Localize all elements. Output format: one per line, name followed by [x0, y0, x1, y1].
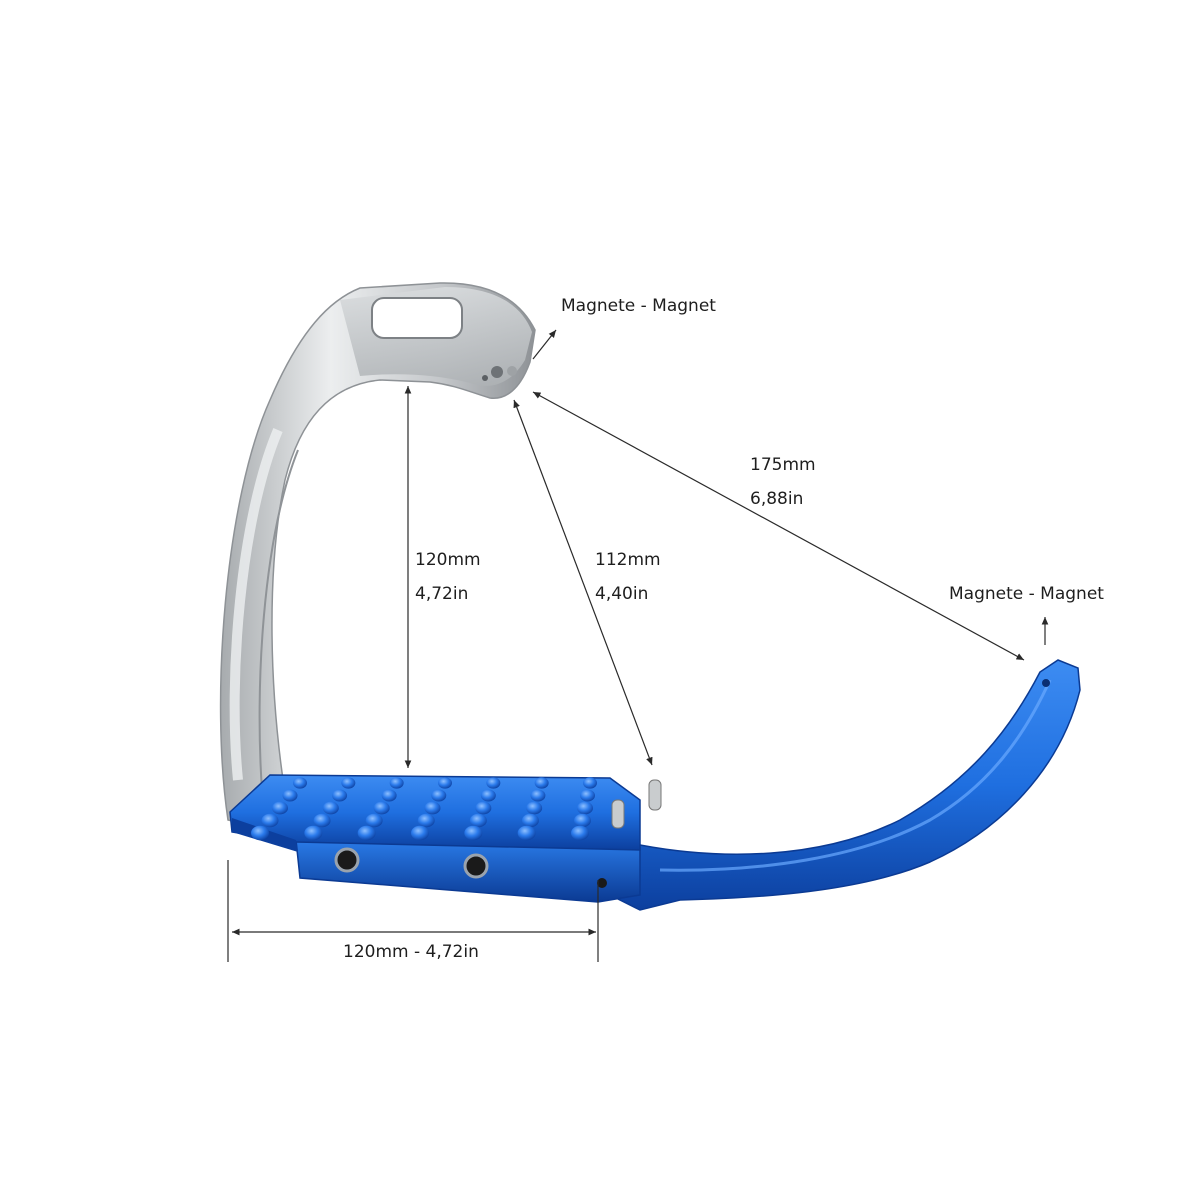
footbed-stud [251, 825, 269, 841]
pin-icon [648, 779, 662, 811]
footbed-stud [389, 777, 404, 789]
footbed-stud [381, 789, 397, 802]
footbed-stud [486, 777, 501, 789]
dimension-lines [227, 329, 1049, 962]
footbed-stud [373, 801, 390, 815]
footbed-stud [424, 801, 441, 815]
silver-stirrup-arm [219, 282, 536, 836]
footbed-stud [469, 813, 487, 828]
screw-icon [334, 847, 360, 873]
footbed-stud [577, 801, 593, 815]
magnet-branch-icon [1042, 679, 1050, 687]
footbed-stud [357, 825, 376, 841]
footbed-studs [251, 777, 597, 841]
footbed-stud [438, 777, 452, 789]
footbed-stud [517, 825, 536, 841]
stirrup-leather-slot [371, 297, 463, 339]
footbed-stud [261, 813, 279, 828]
magnet-top-label: Magnete - Magnet [561, 296, 716, 316]
footbed-stud [475, 801, 492, 815]
footbed-stud [521, 813, 539, 828]
magnet-top-icon [491, 366, 503, 378]
footbed-stud [526, 801, 543, 815]
footbed-stud [365, 813, 383, 828]
height-mm-label: 120mm [415, 550, 481, 570]
blue-footbed [229, 774, 662, 903]
footbed-stud [341, 777, 356, 789]
diagonal-short-mm-label: 112mm [595, 550, 661, 570]
footbed-stud [583, 777, 597, 789]
footbed-stud [417, 813, 435, 828]
footbed-stud [282, 789, 298, 802]
footbed-stud [293, 777, 307, 789]
footbed-stud [313, 813, 331, 828]
footbed-stud [411, 825, 429, 841]
magnet-right-label: Magnete - Magnet [949, 584, 1104, 604]
footbed-stud [480, 789, 496, 802]
footbed-stud [322, 801, 339, 815]
diagonal-long-in-label: 6,88in [750, 489, 803, 509]
diagonal-short-in-label: 4,40in [595, 584, 648, 604]
footbed-stud [580, 789, 595, 802]
pin-icon [611, 799, 625, 829]
screw-icon [463, 853, 489, 879]
diagonal-long-mm-label: 175mm [750, 455, 816, 475]
footbed-stud [272, 801, 288, 815]
height-in-label: 4,72in [415, 584, 468, 604]
blue-release-branch [599, 659, 1081, 911]
footbed-stud [571, 825, 589, 841]
footbed-stud [431, 789, 447, 802]
footbed-stud [574, 813, 591, 828]
footbed-stud [530, 789, 546, 802]
footbed-stud [304, 825, 323, 841]
footbed-stud [464, 825, 483, 841]
width-label: 120mm - 4,72in [343, 942, 479, 962]
footbed-stud [534, 777, 549, 789]
footbed-stud [332, 789, 348, 802]
